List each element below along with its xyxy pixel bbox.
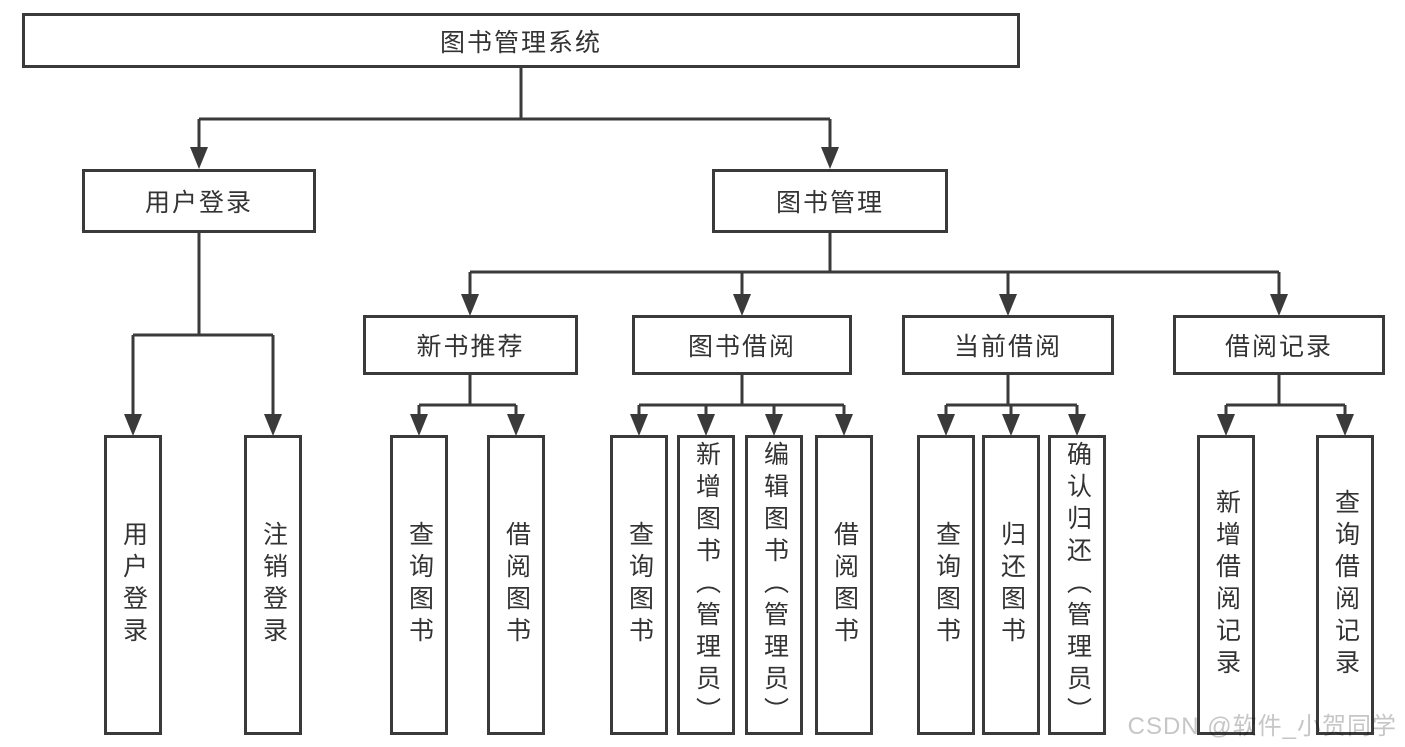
node-library-system: 图书管理系统 xyxy=(22,13,1020,68)
connector-current-borrow xyxy=(937,375,1086,436)
leaf-borrow-books-recommend: 借阅图书 xyxy=(487,435,545,735)
node-borrow-records: 借阅记录 xyxy=(1173,315,1385,375)
connector-root xyxy=(190,68,839,169)
leaf-query-books-current: 查询图书 xyxy=(917,435,975,735)
leaf-query-books-recommend: 查询图书 xyxy=(390,435,448,735)
node-current-borrow: 当前借阅 xyxy=(902,315,1114,375)
node-user-login: 用户登录 xyxy=(82,169,316,233)
leaf-add-borrow-record: 新增借阅记录 xyxy=(1197,435,1255,735)
node-book-management: 图书管理 xyxy=(712,169,948,233)
connector-book-management xyxy=(461,233,1288,316)
leaf-add-books-admin: 新增图书（管理员） xyxy=(677,435,735,735)
leaf-query-books-borrow: 查询图书 xyxy=(610,435,668,735)
connector-borrow-records xyxy=(1217,375,1354,436)
leaf-logout: 注销登录 xyxy=(244,435,302,735)
leaf-edit-books-admin: 编辑图书（管理员） xyxy=(745,435,803,735)
connector-user-login xyxy=(124,233,282,436)
connector-new-book-recommend xyxy=(410,375,525,436)
node-book-borrow: 图书借阅 xyxy=(632,315,852,375)
connector-book-borrow xyxy=(630,375,853,436)
leaf-user-login: 用户登录 xyxy=(104,435,162,735)
leaf-query-borrow-record: 查询借阅记录 xyxy=(1316,435,1374,735)
leaf-confirm-return-admin: 确认归还（管理员） xyxy=(1048,435,1106,735)
leaf-return-books: 归还图书 xyxy=(982,435,1040,735)
node-new-book-recommend: 新书推荐 xyxy=(363,315,578,375)
leaf-borrow-books: 借阅图书 xyxy=(815,435,873,735)
